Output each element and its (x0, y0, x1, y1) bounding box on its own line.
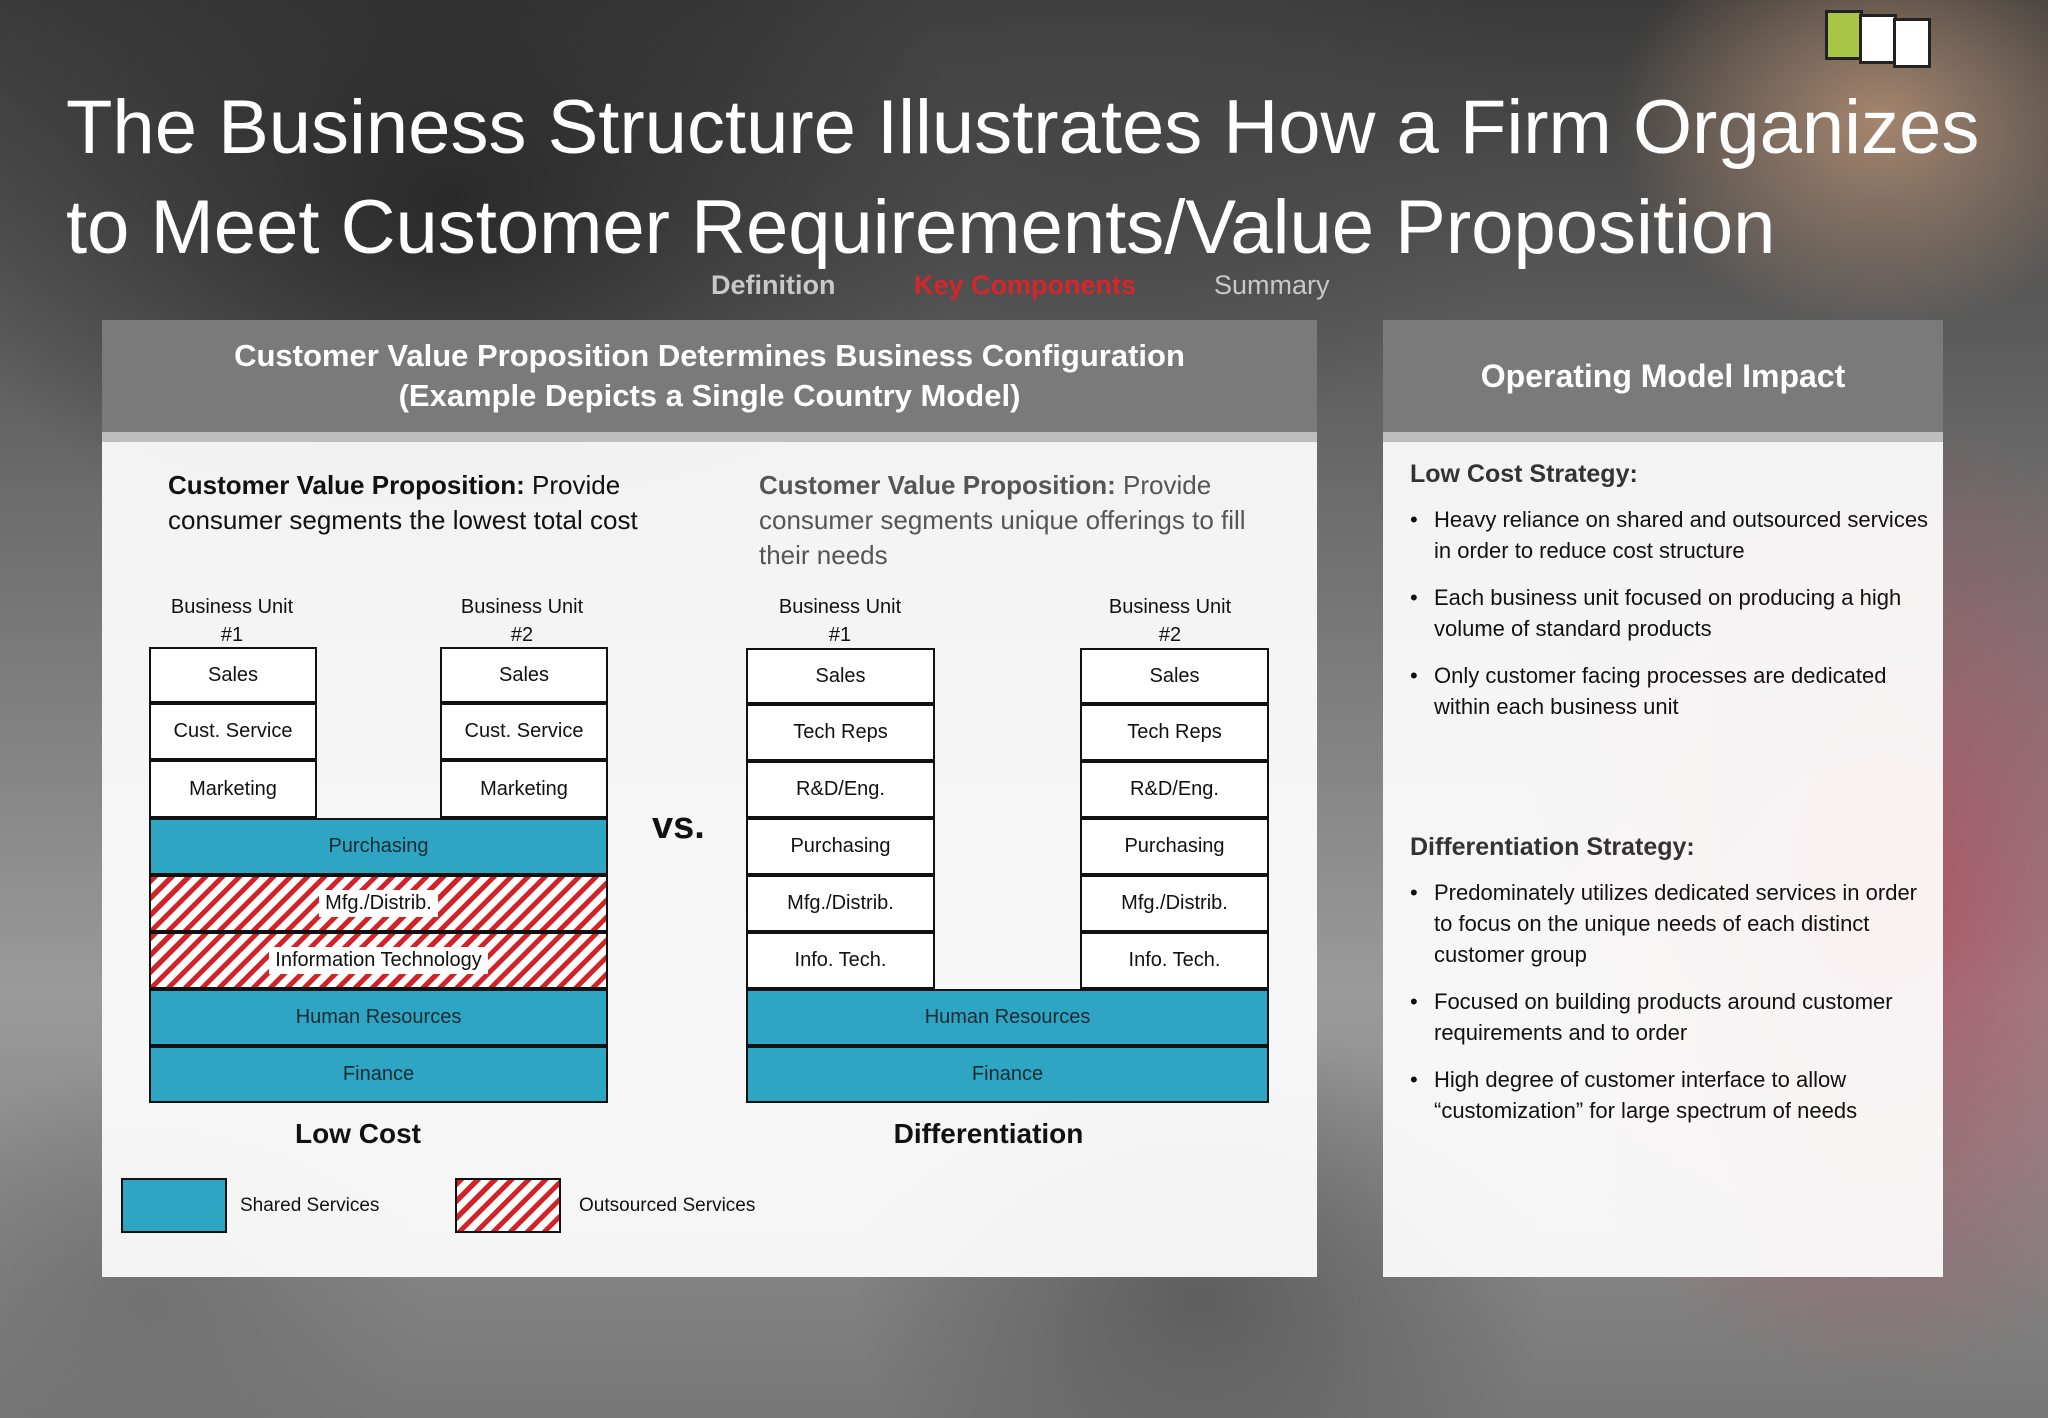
low-cost-bullet: Heavy reliance on shared and outsourced … (1410, 504, 1930, 566)
diff-bu1-label: Business Unit #1 (778, 596, 902, 646)
diff-hr-shared: Human Resources (746, 989, 1269, 1046)
lc-it-label: Information Technology (269, 947, 488, 974)
differentiation-bullets: Predominately utilizes dedicated service… (1410, 877, 1930, 1142)
diff-bu2-purchasing: Purchasing (1080, 818, 1269, 875)
diff-bu2-tech-reps: Tech Reps (1080, 704, 1269, 761)
lc-it-outsourced: Information Technology (149, 932, 608, 989)
low-cost-bullet: Only customer facing processes are dedic… (1410, 660, 1930, 722)
low-cost-strategy-title: Low Cost Strategy: (1410, 460, 1638, 488)
differentiation-bullet: Focused on building products around cust… (1410, 986, 1930, 1048)
lc-bu1-cust-service: Cust. Service (149, 703, 317, 760)
panel-header: Customer Value Proposition Determines Bu… (102, 320, 1317, 442)
lc-finance-shared: Finance (149, 1046, 608, 1103)
nav-summary[interactable]: Summary (1214, 270, 1330, 300)
lc-bu1-marketing: Marketing (149, 760, 317, 818)
logo-square-white-2 (1893, 18, 1931, 68)
logo-square-white-1 (1859, 14, 1897, 64)
legend-outsourced-swatch (455, 1178, 561, 1233)
cvp-text: Provide consumer segments unique offerin… (759, 470, 1246, 570)
nav-key-components[interactable]: Key Components (914, 270, 1137, 300)
logo-square-green (1825, 10, 1863, 60)
low-cost-caption: Low Cost (295, 1118, 421, 1149)
differentiation-bullet: High degree of customer interface to all… (1410, 1064, 1930, 1126)
lc-bu1-label: Business Unit #1 (170, 596, 294, 646)
legend-shared-swatch (121, 1178, 227, 1233)
lc-bu2-marketing: Marketing (440, 760, 608, 818)
diff-bu1-rd-eng: R&D/Eng. (746, 761, 935, 818)
lc-bu2-sales: Sales (440, 647, 608, 703)
diff-bu2-sales: Sales (1080, 648, 1269, 704)
low-cost-value-proposition: Customer Value Proposition: Provide cons… (168, 468, 638, 538)
lc-purchasing-shared: Purchasing (149, 818, 608, 875)
lc-bu1-sales: Sales (149, 647, 317, 703)
diff-bu1-mfg: Mfg./Distrib. (746, 875, 935, 932)
diff-bu1-sales: Sales (746, 648, 935, 704)
differentiation-bullet: Predominately utilizes dedicated service… (1410, 877, 1930, 970)
lc-bu2-cust-service: Cust. Service (440, 703, 608, 760)
diff-bu2-rd-eng: R&D/Eng. (1080, 761, 1269, 818)
diff-finance-shared: Finance (746, 1046, 1269, 1103)
cvp-label: Customer Value Proposition: (168, 470, 525, 500)
page-title: The Business Structure Illustrates How a… (66, 85, 1980, 270)
vs-label: vs. (652, 805, 705, 847)
diff-bu1-tech-reps: Tech Reps (746, 704, 935, 761)
panel-header-title: Operating Model Impact (1480, 357, 1846, 394)
differentiation-strategy-title: Differentiation Strategy: (1410, 833, 1695, 861)
differentiation-caption: Differentiation (893, 1118, 1084, 1149)
lc-mfg-label: Mfg./Distrib. (319, 890, 438, 917)
panel-header: Operating Model Impact (1383, 320, 1943, 442)
cvp-text: Provide consumer segments the lowest tot… (168, 470, 638, 535)
low-cost-bullet: Each business unit focused on producing … (1410, 582, 1930, 644)
diff-bu2-label: Business Unit #2 (1108, 596, 1232, 646)
panel-header-line1: Customer Value Proposition Determines Bu… (234, 338, 1185, 373)
lc-bu2-label: Business Unit #2 (460, 596, 584, 646)
lc-hr-shared: Human Resources (149, 989, 608, 1046)
diff-bu1-info-tech: Info. Tech. (746, 932, 935, 989)
differentiation-value-proposition: Customer Value Proposition: Provide cons… (759, 468, 1299, 573)
legend-shared-label: Shared Services (240, 1195, 380, 1216)
diff-bu2-info-tech: Info. Tech. (1080, 932, 1269, 989)
low-cost-bullets: Heavy reliance on shared and outsourced … (1410, 504, 1930, 738)
nav-definition[interactable]: Definition (711, 270, 836, 300)
cvp-label: Customer Value Proposition: (759, 470, 1116, 500)
diff-bu2-mfg: Mfg./Distrib. (1080, 875, 1269, 932)
legend-outsourced-label: Outsourced Services (579, 1195, 756, 1216)
diff-bu1-purchasing: Purchasing (746, 818, 935, 875)
panel-header-line2: (Example Depicts a Single Country Model) (398, 378, 1021, 413)
logo (1825, 10, 1935, 70)
lc-mfg-outsourced: Mfg./Distrib. (149, 875, 608, 932)
